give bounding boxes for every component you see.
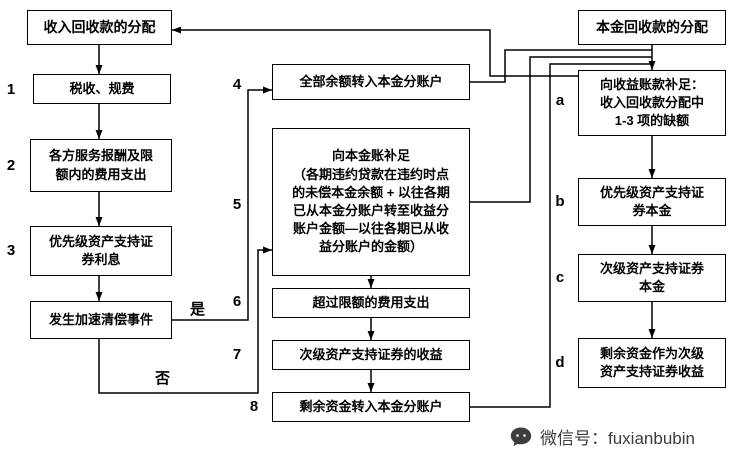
step-letter-b: b [555,193,565,210]
box-taxes-fees: 税收、规费 [33,74,171,104]
box-residual-to-principal: 剩余资金转入本金分账户 [272,392,470,422]
step-number-5: 5 [232,196,242,213]
watermark: 微信号：fuxianbubin [509,424,695,449]
box-acceleration-event: 发生加速清偿事件 [30,301,172,339]
step-number-7: 7 [232,346,242,363]
step-letter-a: a [555,92,565,109]
box-transfer-all-to-principal: 全部余额转入本金分账户 [272,64,470,100]
box-service-fees: 各方服务报酬及限 额内的费用支出 [30,139,172,192]
arrow-yes-to-step4 [172,86,272,321]
box-senior-interest: 优先级资产支持证 券利息 [30,226,172,276]
decision-yes-label: 是 [190,301,206,318]
step-number-6: 6 [232,293,242,310]
step-number-4: 4 [232,76,242,93]
watermark-label: 微信号：fuxianbubin [540,429,695,448]
step-number-3: 3 [6,242,16,259]
step-letter-d: d [555,354,565,371]
principal-distribution-title-box: 本金回收款的分配 [578,10,726,45]
step-number-8: 8 [249,398,259,415]
step-number-2: 2 [6,157,16,174]
box-topup-principal-account: 向本金账补足 （各期违约贷款在违约时点 的未偿本金余额 + 以往各期 已从本金分… [272,128,470,276]
wechat-icon [509,425,533,449]
step-letter-c: c [555,269,565,286]
box-senior-principal: 优先级资产支持证 券本金 [578,178,726,226]
step-number-1: 1 [6,81,16,98]
decision-no-label: 否 [155,370,171,387]
box-topup-income-account: 向收益账款补足： 收入回收款分配中 1-3 项的缺额 [578,70,726,136]
box-excess-expenses: 超过限额的费用支出 [272,288,470,318]
income-distribution-title-box: 收入回收款的分配 [27,10,172,45]
box-residual-as-sub-income: 剩余资金作为次级 资产支持证券收益 [578,338,726,388]
box-sub-principal: 次级资产支持证券 本金 [578,254,726,302]
box-sub-securities-income: 次级资产支持证券的收益 [272,340,470,370]
